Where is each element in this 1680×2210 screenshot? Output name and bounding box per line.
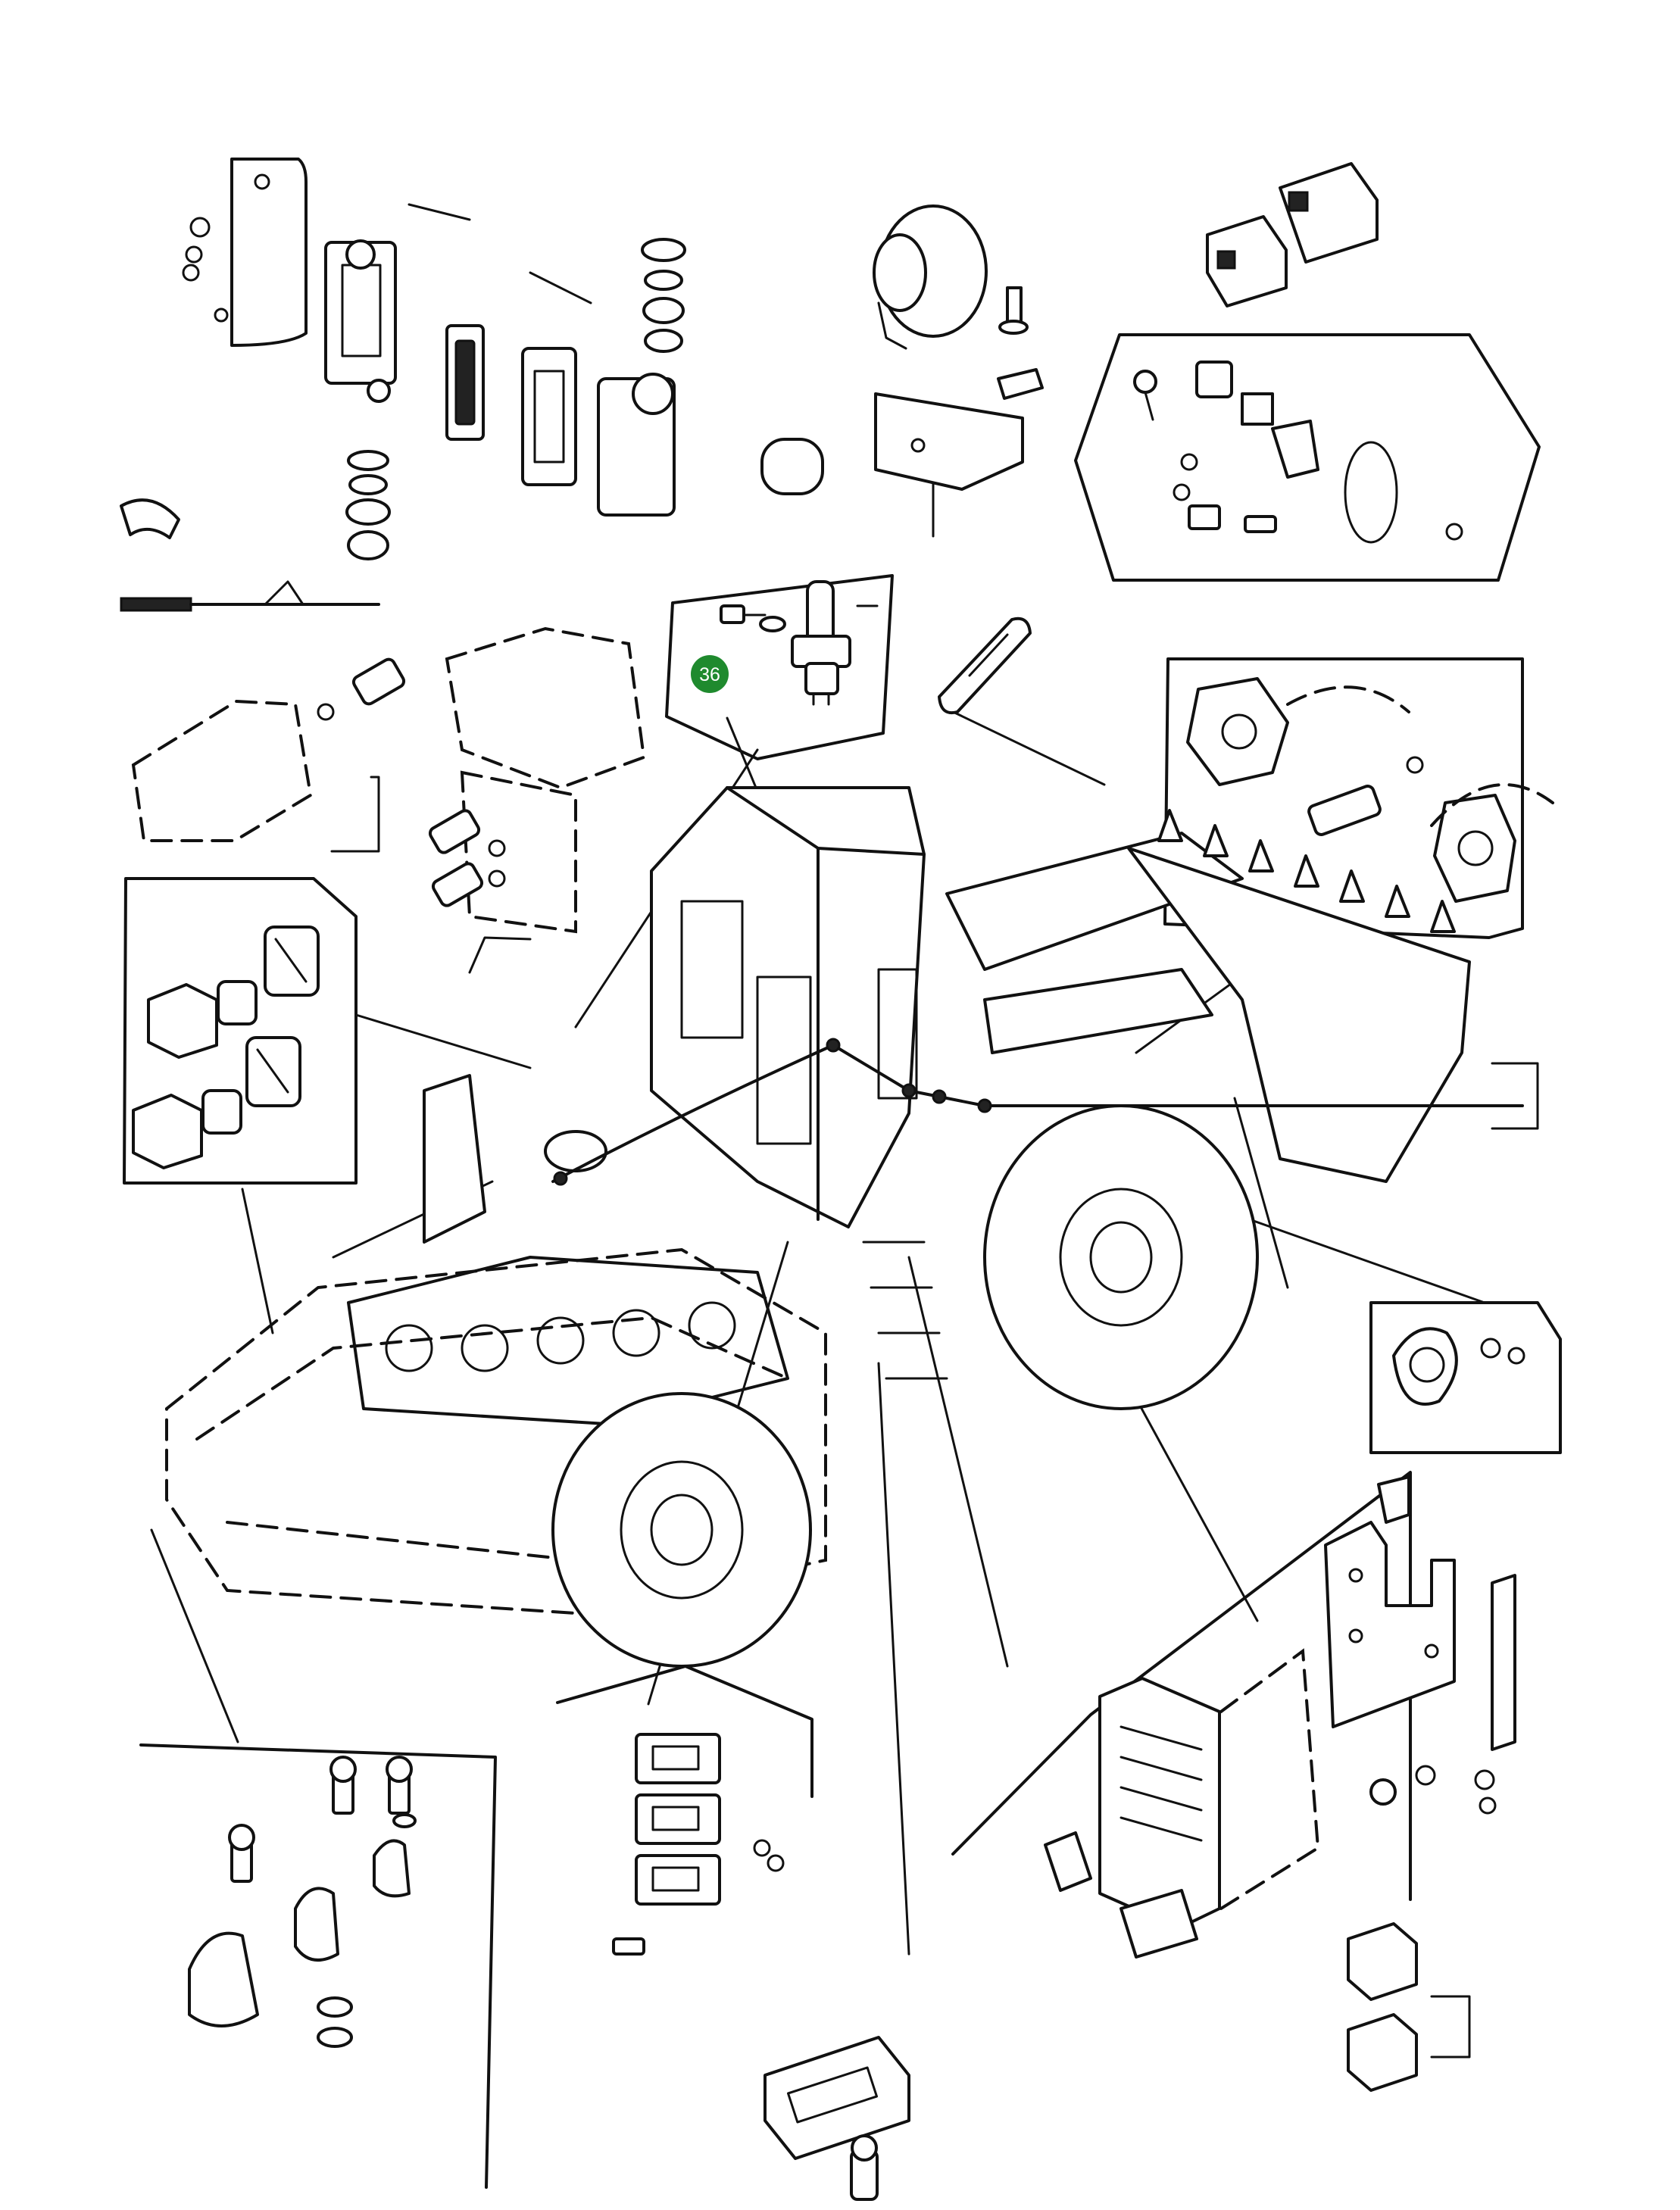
sensor-tee-group-outline bbox=[665, 574, 894, 760]
flange-group-outline bbox=[1369, 1301, 1562, 1454]
callout-label: 36 bbox=[699, 664, 720, 685]
pressure-switch-parts bbox=[1186, 677, 1554, 903]
steering-valve bbox=[131, 626, 646, 934]
group-outlines bbox=[123, 333, 1562, 2189]
connector-block-group-outline bbox=[556, 1665, 813, 1798]
connector-block-parts bbox=[612, 1733, 785, 1956]
horn-assembly bbox=[760, 204, 1044, 495]
elbow-connector-group-outline bbox=[123, 877, 358, 1185]
mounting-plate bbox=[1324, 1475, 1516, 1815]
fuse-box bbox=[1044, 1648, 1320, 1959]
connector-housing-kit bbox=[120, 158, 686, 612]
bucket-teeth bbox=[1157, 809, 1456, 933]
foam-strip bbox=[938, 616, 1032, 714]
leader-lines bbox=[150, 482, 1539, 2059]
callout-36[interactable]: 36 bbox=[691, 655, 729, 693]
clamp-parts bbox=[188, 1756, 417, 2048]
callout-badge[interactable] bbox=[691, 655, 729, 693]
switch-bracket-group-outline bbox=[1074, 333, 1541, 582]
switch-bracket-parts bbox=[1133, 361, 1463, 544]
wheel-loader bbox=[165, 786, 1524, 1668]
sensor-tee-parts bbox=[720, 580, 879, 706]
clamp-group-outline bbox=[139, 1743, 497, 2189]
elbow-connectors bbox=[132, 926, 320, 1169]
relay-cubes bbox=[1347, 1922, 1418, 2092]
rocker-switch bbox=[763, 2036, 910, 2201]
flange-parts bbox=[1392, 1327, 1525, 1406]
relay-pair bbox=[1206, 162, 1379, 307]
